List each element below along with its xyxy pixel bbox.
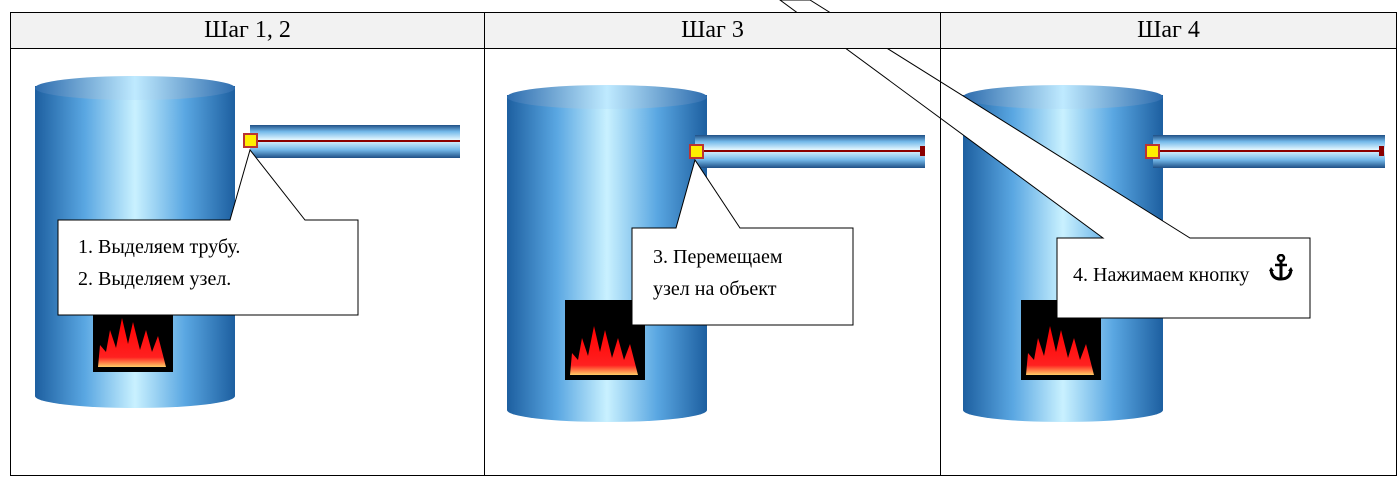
header-step12: Шаг 1, 2: [204, 17, 291, 43]
anchor-icon[interactable]: [1268, 253, 1294, 282]
pipe-step3: [695, 135, 925, 168]
node-handle-step4[interactable]: [1145, 144, 1160, 159]
node-handle-step12[interactable]: [243, 133, 258, 148]
column-divider-1: [484, 13, 485, 475]
pipe-step12: [250, 125, 460, 158]
table-header-row: Шаг 1, 2 Шаг 3 Шаг 4: [11, 13, 1396, 49]
callout-step3-line1: 3. Перемещаем: [653, 246, 783, 268]
callout-step3-line2: узел на объект: [653, 278, 777, 300]
callout-step12-line2: 2. Выделяем узел.: [78, 268, 232, 290]
callout-step12: [57, 148, 359, 316]
callout-step4-text: 4. Нажимаем кнопку: [1073, 264, 1250, 286]
callout-step4: [779, 0, 1311, 319]
pipe-step4: [1153, 135, 1385, 168]
node-handle-step3[interactable]: [689, 144, 704, 159]
callout-step3: [631, 158, 854, 326]
column-divider-2: [940, 13, 941, 475]
steps-table: Шаг 1, 2 Шаг 3 Шаг 4: [10, 12, 1397, 476]
callout-step12-line1: 1. Выделяем трубу.: [78, 236, 241, 258]
header-step3: Шаг 3: [681, 17, 744, 43]
header-step4: Шаг 4: [1137, 17, 1200, 43]
fire-box-step3: [565, 300, 645, 380]
